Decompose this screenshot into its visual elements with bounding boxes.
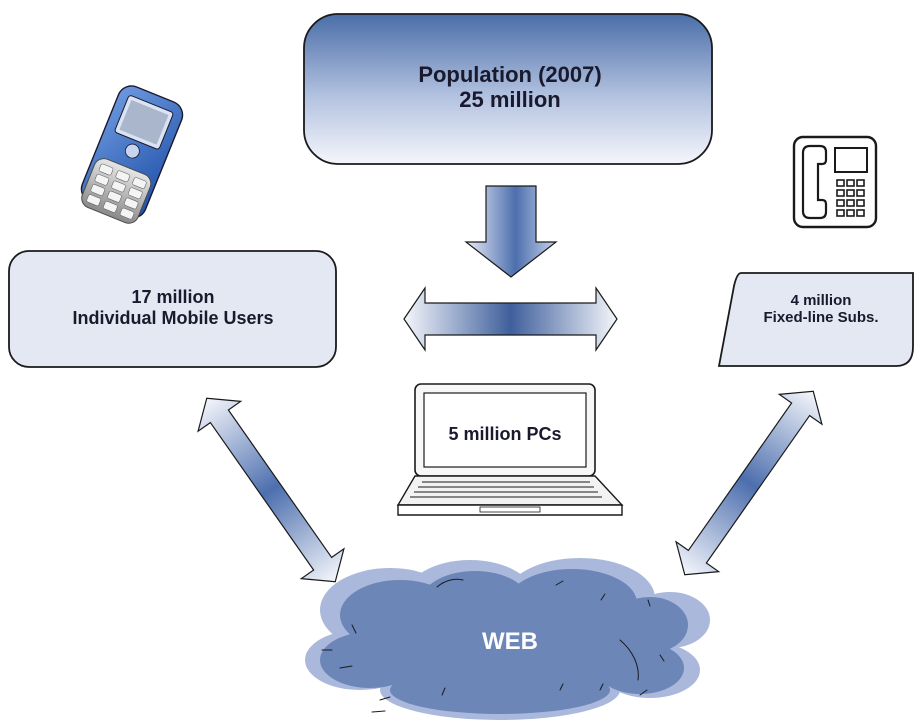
mobile-users-count: 17 million [131, 287, 215, 307]
web-label: WEB [482, 628, 538, 655]
right-diagonal-arrow [675, 390, 823, 576]
left-diagonal-arrow [197, 397, 345, 583]
mobile-users-caption: Individual Mobile Users [72, 307, 274, 328]
population-value: 25 million [459, 87, 561, 113]
mobile-users-label: 17 million Individual Mobile Users [12, 287, 334, 328]
desk-phone-icon [792, 135, 878, 229]
pcs-label: 5 million PCs [448, 424, 562, 444]
population-label: Population (2007) 25 million [310, 62, 710, 113]
fixed-line-count: 4 million [790, 292, 852, 309]
cloud-icon [305, 558, 710, 720]
mobile-users-box [8, 250, 337, 368]
fixed-line-label: 4 million Fixed-line Subs. [728, 292, 914, 327]
laptop-icon [396, 383, 624, 516]
fixed-line-box [717, 272, 914, 367]
population-title: Population (2007) [418, 62, 602, 87]
fixed-line-caption: Fixed-line Subs. [763, 309, 879, 327]
down-arrow [464, 185, 558, 278]
horizontal-double-arrow [403, 286, 618, 352]
population-box [303, 13, 713, 165]
mobile-phone-icon [80, 85, 184, 224]
